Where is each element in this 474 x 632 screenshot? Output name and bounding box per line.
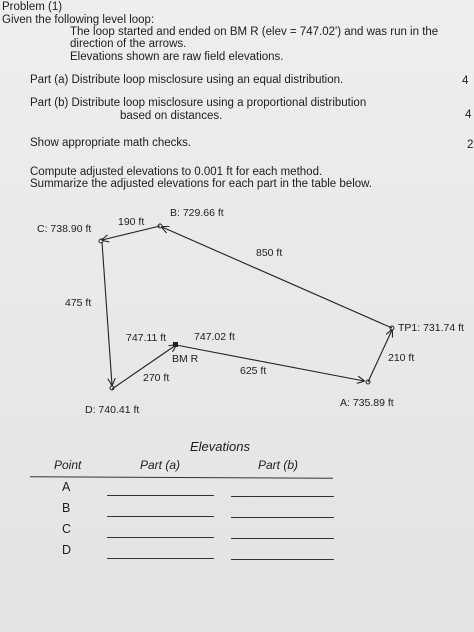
blank-b-part-b (231, 517, 334, 518)
distance-bmr-d: 270 ft (143, 372, 170, 384)
math-checks-text: Show appropriate math checks. (30, 137, 192, 149)
blank-d-part-a (107, 558, 214, 559)
distance-a-bmr: 625 ft (240, 365, 267, 377)
leg-bmr-to-a (175, 344, 364, 381)
point-b-marker (157, 223, 163, 229)
point-d-marker (109, 385, 115, 391)
compute-text-2: Summarize the adjusted elevations for ea… (30, 178, 373, 190)
problem-line-2: direction of the arrows. (70, 38, 187, 50)
compute-text-1: Compute adjusted elevations to 0.001 ft … (30, 166, 323, 178)
row-point-a: A (62, 480, 71, 494)
distance-b-tp1: 850 ft (256, 247, 283, 259)
blank-c-part-b (231, 538, 334, 539)
blank-c-part-a (107, 537, 214, 538)
problem-title: Problem (1) (2, 1, 63, 13)
part-b-text-2: based on distances. (120, 110, 223, 122)
row-point-d: D (62, 543, 72, 557)
point-a-marker (365, 379, 371, 385)
problem-line-3: Elevations shown are raw field elevation… (70, 51, 284, 63)
leg-b-to-c (102, 225, 161, 240)
point-d-label: D: 740.41 ft (85, 404, 140, 416)
leg-a-to-tp1 (367, 330, 392, 383)
point-tp1-label: TP1: 731.74 ft (398, 322, 464, 334)
bmr-elev-left: 747.11 ft (126, 332, 167, 344)
problem-line-1: The loop started and ended on BM R (elev… (70, 26, 439, 38)
edge-mark-3: 2 (467, 139, 474, 151)
point-c-label: C: 738.90 ft (37, 223, 92, 235)
blank-a-part-a (107, 495, 214, 496)
edge-mark-2: 4 (465, 109, 472, 121)
row-point-b: B (62, 501, 71, 515)
blank-a-part-b (231, 496, 334, 497)
distance-tp1-a: 210 ft (388, 352, 415, 364)
point-b-label: B: 729.66 ft (170, 207, 224, 219)
blank-b-part-a (107, 516, 214, 517)
column-part-b-header: Part (b) (258, 458, 299, 472)
edge-mark-1: 4 (462, 75, 469, 87)
point-a-label: A: 735.89 ft (340, 397, 394, 409)
column-part-a-header: Part (a) (140, 458, 181, 472)
column-point-header: Point (54, 458, 82, 472)
benchmark-marker (173, 342, 178, 347)
bmr-elev-right: 747.02 ft (194, 331, 235, 343)
problem-intro: Given the following level loop: (2, 14, 155, 26)
point-c-marker (98, 238, 104, 244)
leg-d-to-bmr (111, 345, 176, 390)
row-point-c: C (62, 522, 72, 536)
part-a-text: Part (a) Distribute loop misclosure usin… (30, 74, 344, 86)
table-heading: Elevations (190, 439, 250, 454)
distance-c-d: 475 ft (65, 297, 92, 309)
bmr-label: BM R (172, 353, 199, 365)
leg-tp1-to-b (162, 227, 393, 329)
blank-d-part-b (231, 559, 334, 560)
distance-c-b: 190 ft (118, 216, 145, 228)
part-b-text-1: Part (b) Distribute loop misclosure usin… (30, 97, 367, 109)
point-tp1-marker (389, 325, 395, 331)
leg-c-to-d (101, 241, 112, 385)
